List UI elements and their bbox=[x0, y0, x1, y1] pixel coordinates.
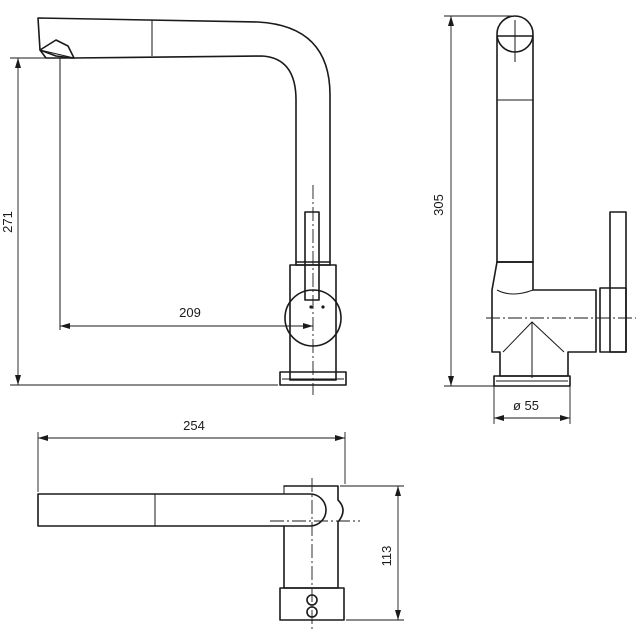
dim-total-height: 305 bbox=[431, 15, 515, 387]
dim-base-depth-label: 113 bbox=[379, 546, 394, 567]
dim-total-length: 254 bbox=[37, 418, 346, 492]
dim-base-diameter-label: ø 55 bbox=[513, 398, 539, 413]
front-handle-lever bbox=[304, 211, 320, 301]
dim-total-height-label: 305 bbox=[431, 194, 446, 216]
dim-base-depth: 113 bbox=[340, 485, 404, 621]
front-base bbox=[279, 371, 347, 386]
dim-total-length-label: 254 bbox=[183, 418, 205, 433]
side-spout bbox=[496, 35, 534, 263]
dim-spout-reach-label: 209 bbox=[179, 305, 201, 320]
dim-base-diameter: ø 55 bbox=[493, 386, 571, 424]
top-view bbox=[37, 478, 360, 630]
front-spout bbox=[37, 17, 331, 266]
side-view bbox=[486, 15, 636, 387]
side-body bbox=[491, 261, 597, 377]
top-body bbox=[283, 485, 344, 589]
dim-spout-reach: 209 bbox=[60, 305, 313, 329]
front-body bbox=[289, 264, 337, 381]
dim-spout-height: 271 bbox=[0, 57, 278, 386]
side-body-facet bbox=[502, 321, 565, 353]
dim-spout-height-label: 271 bbox=[0, 211, 15, 233]
front-view bbox=[37, 17, 347, 395]
front-spray-head bbox=[39, 39, 75, 59]
side-handle-lever bbox=[609, 211, 627, 353]
